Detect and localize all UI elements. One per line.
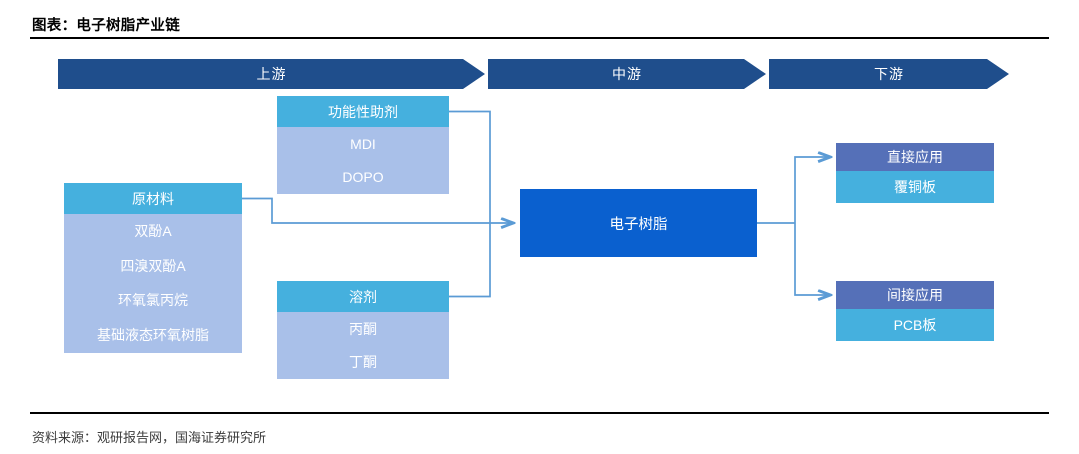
stage-banner-upstream: 上游: [58, 59, 485, 89]
group-direct-application-item: 覆铜板: [894, 179, 936, 195]
group-raw-materials-item: 双酚A: [134, 223, 172, 240]
group-functional-additives-item: MDI: [350, 135, 376, 152]
node-electronic-resin[interactable]: 电子树脂: [520, 189, 757, 257]
flow-additives-to-resin: [449, 110, 491, 223]
page-title: 图表：电子树脂产业链: [32, 18, 180, 34]
group-indirect-application-item: PCB板: [893, 317, 937, 333]
group-raw-materials-item: 基础液态环氧树脂: [97, 326, 209, 343]
group-raw-materials-item: 环氧氯丙烷: [118, 292, 188, 309]
group-raw-materials[interactable]: 原材料 双酚A 四溴双酚A 环氧氯丙烷 基础液态环氧树脂: [64, 183, 242, 353]
stage-banner-midstream-label: 中游: [612, 65, 642, 82]
group-raw-materials-item: 四溴双酚A: [120, 257, 186, 274]
group-solvents-header: 溶剂: [277, 281, 449, 312]
group-raw-materials-header: 原材料: [64, 183, 242, 214]
title-divider: [30, 37, 1049, 39]
flow-solvents-to-resin: [449, 223, 491, 298]
group-direct-application-header: 直接应用: [836, 143, 994, 171]
stage-banner-downstream-label: 下游: [874, 65, 904, 82]
group-direct-application[interactable]: 直接应用 覆铜板: [836, 143, 994, 203]
group-solvents-item: 丙酮: [349, 320, 377, 337]
flow-raw-to-resin: [242, 197, 513, 224]
node-electronic-resin-label: 电子树脂: [609, 216, 668, 233]
group-functional-additives-item: DOPO: [342, 169, 384, 186]
group-functional-additives-header: 功能性助剂: [277, 96, 449, 127]
flow-resin-to-direct: [794, 157, 830, 223]
group-solvents-item: 丁酮: [349, 354, 377, 371]
source-note: 资料来源：观研报告网，国海证券研究所: [32, 430, 267, 445]
group-solvents[interactable]: 溶剂 丙酮 丁酮: [277, 281, 449, 379]
stage-banner-downstream: 下游: [769, 59, 1009, 89]
footer-divider: [30, 412, 1049, 414]
group-indirect-application[interactable]: 间接应用 PCB板: [836, 281, 994, 341]
stage-banner-midstream: 中游: [488, 59, 766, 89]
group-functional-additives[interactable]: 功能性助剂 MDI DOPO: [277, 96, 449, 194]
flow-resin-to-indirect: [794, 223, 830, 295]
group-indirect-application-header: 间接应用: [836, 281, 994, 309]
stage-banner-upstream-label: 上游: [256, 65, 287, 82]
